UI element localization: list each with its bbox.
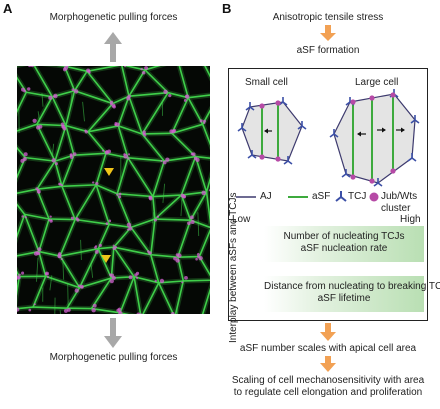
legend-asf: aSF [312, 191, 331, 202]
tcj-marker [410, 115, 420, 124]
large-cell-label: Large cell [355, 77, 399, 88]
jub-legend-swatch [369, 192, 379, 202]
legend-aj: AJ [260, 191, 272, 202]
asf-formation-label: aSF formation [296, 45, 360, 56]
panel-a-up-arrow [104, 32, 122, 62]
bar1-line1: Number of nucleating TCJs [283, 231, 405, 242]
bar2-line1: Distance from nucleating to breaking TCJ… [264, 281, 440, 292]
small-cell-label: Small cell [245, 77, 288, 88]
asf-fiber [59, 310, 61, 314]
nucleation-bar: Number of nucleating TCJs aSF nucleation… [264, 226, 424, 262]
stress-label: Anisotropic tensile stress [272, 12, 384, 23]
legend-tcj: TCJ [348, 191, 367, 202]
asf-fiber [36, 257, 39, 282]
legend-jub-line1: Jub/Wts [381, 191, 418, 202]
tcj-marker [283, 156, 293, 165]
panel-a-bottom-label: Morphogenetic pulling forces [49, 352, 178, 363]
tcj-marker [329, 129, 339, 138]
jub-wts-cluster [350, 99, 356, 105]
jub-wts-cluster [275, 100, 281, 106]
legend-jub-line2: cluster [381, 203, 411, 214]
asf-fiber [90, 262, 94, 278]
legend [236, 191, 379, 202]
jub-wts-cluster [259, 154, 265, 160]
asf-fiber [152, 211, 155, 224]
asf-fiber [70, 92, 73, 106]
yellow-arrowhead-icon [104, 168, 114, 176]
jub-wts-cluster [350, 174, 356, 180]
jub-puncta [17, 66, 210, 314]
orange-arrow-2 [320, 323, 336, 341]
bar2-line2: aSF lifetime [317, 293, 371, 304]
tcj-marker [407, 153, 417, 162]
jub-wts-cluster [390, 168, 396, 174]
panel-b-letter: B [222, 1, 232, 16]
jub-wts-cluster [390, 92, 396, 98]
tcj-marker [245, 102, 255, 111]
tcj-markers [237, 89, 420, 187]
orange-arrow-3 [320, 356, 336, 372]
tcj-marker [247, 150, 257, 159]
jub-wts-cluster [369, 178, 375, 184]
final-line1: Scaling of cell mechanosensitivity with … [231, 375, 425, 386]
asf-fiber [176, 306, 178, 314]
jub-wts-cluster [369, 95, 375, 101]
tcj-marker [297, 121, 307, 130]
asf-fiber [62, 257, 65, 280]
asf-fiber [49, 275, 53, 291]
asf-fiber [180, 196, 183, 217]
asf-fiber [37, 111, 41, 123]
final-line2: to regulate cell elongation and prolifer… [233, 387, 423, 398]
small-cell [241, 101, 303, 162]
asf-fiber [51, 143, 55, 155]
asf-fiber [80, 239, 82, 260]
jub-wts-cluster [275, 156, 281, 162]
tcj-marker [373, 178, 383, 187]
result-label: aSF number scales with apical cell area [239, 343, 417, 354]
tcj-marker [237, 123, 247, 132]
micrograph [17, 66, 210, 314]
cells-diagram [237, 89, 420, 187]
jub-wts-cluster [259, 103, 265, 109]
micrograph-image [17, 66, 210, 314]
yellow-arrowhead-icon [101, 255, 111, 263]
scale-low: Low [232, 214, 251, 225]
asf-fiber [162, 183, 166, 204]
bar1-line2: aSF nucleation rate [300, 243, 388, 254]
asf-fiber [67, 284, 69, 308]
panel-a-down-arrow [104, 318, 122, 348]
asf-fiber [82, 101, 85, 122]
asf-fiber [41, 92, 44, 107]
panel-a-letter: A [3, 1, 13, 16]
scale-high: High [400, 214, 421, 225]
asf-fiber [197, 212, 200, 237]
lifetime-bar: Distance from nucleating to breaking TCJ… [264, 276, 440, 312]
tcj-marker [341, 169, 351, 178]
orange-arrow-1 [320, 25, 336, 41]
tcj-legend-icon [335, 191, 347, 202]
panel-a-top-label: Morphogenetic pulling forces [49, 12, 178, 23]
